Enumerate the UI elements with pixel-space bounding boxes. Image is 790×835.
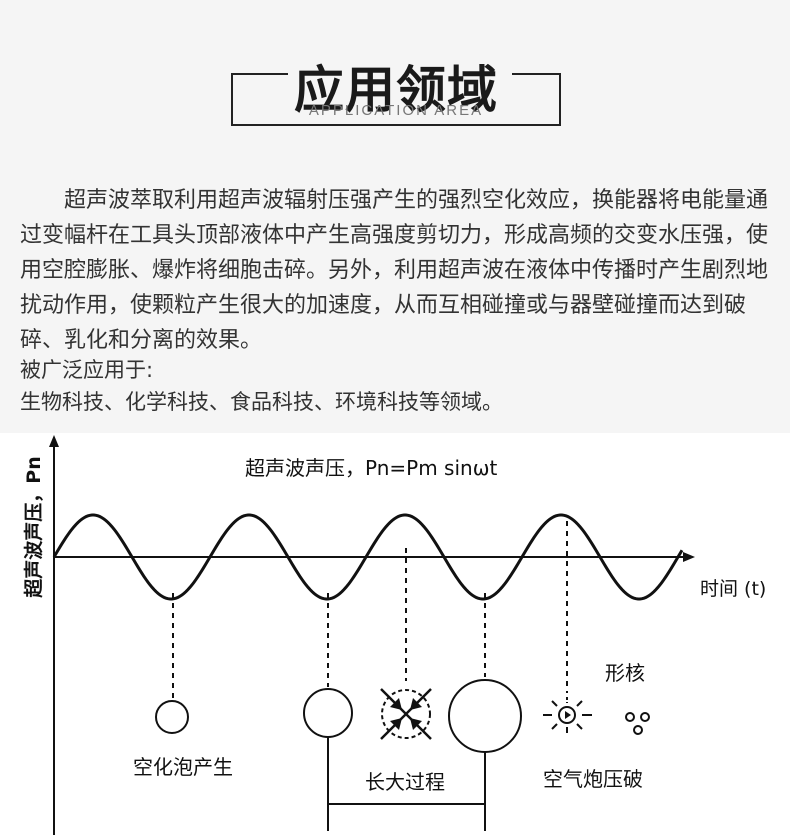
x-axis-label: 时间 (t) (700, 578, 766, 600)
diagram-background (0, 433, 790, 835)
intro-text: 超声波萃取利用超声波辐射压强产生的强烈空化效应，换能器将电能量通过变幅杆在工具头… (20, 188, 769, 353)
page-title: 应用领域 (294, 61, 498, 119)
y-axis-arrow (49, 435, 59, 447)
label-generation: 空化泡产生 (133, 755, 233, 779)
applied-fields: 生物科技、化学科技、食品科技、环境科技等领域。 (20, 390, 503, 414)
y-axis-label: 超声波声压，Pn (22, 456, 45, 598)
nucleation-dots-icon (625, 712, 650, 735)
pressure-wave (52, 513, 684, 601)
cavitation-diagram: 超声波声压，Pn 超声波声压，Pn=Pm sinωt 时间 (t) 空化泡产生 … (0, 433, 790, 835)
collapsing-bubble-icon (380, 688, 432, 740)
bubble-small (155, 700, 189, 734)
applied-label: 被广泛应用于: (20, 358, 154, 382)
label-growth: 长大过程 (365, 770, 445, 794)
x-axis-arrow (683, 552, 695, 562)
title-frame (231, 73, 561, 126)
label-nucleation: 形核 (605, 661, 645, 685)
section-title-block: 应用领域 APPLICATION AREA (231, 52, 561, 128)
intro-paragraph: 超声波萃取利用超声波辐射压强产生的强烈空化效应，换能器将电能量通过变幅杆在工具头… (20, 183, 772, 358)
burst-bubble-icon (543, 697, 592, 733)
label-collapse: 空气炮压破 (543, 767, 643, 791)
page-subtitle: APPLICATION AREA (308, 102, 484, 119)
formula-label: 超声波声压，Pn=Pm sinωt (245, 456, 497, 480)
cavitation-diagram-svg: 超声波声压，Pn 超声波声压，Pn=Pm sinωt 时间 (t) 空化泡产生 … (0, 433, 790, 835)
applied-block: 被广泛应用于: 生物科技、化学科技、食品科技、环境科技等领域。 (20, 354, 503, 418)
